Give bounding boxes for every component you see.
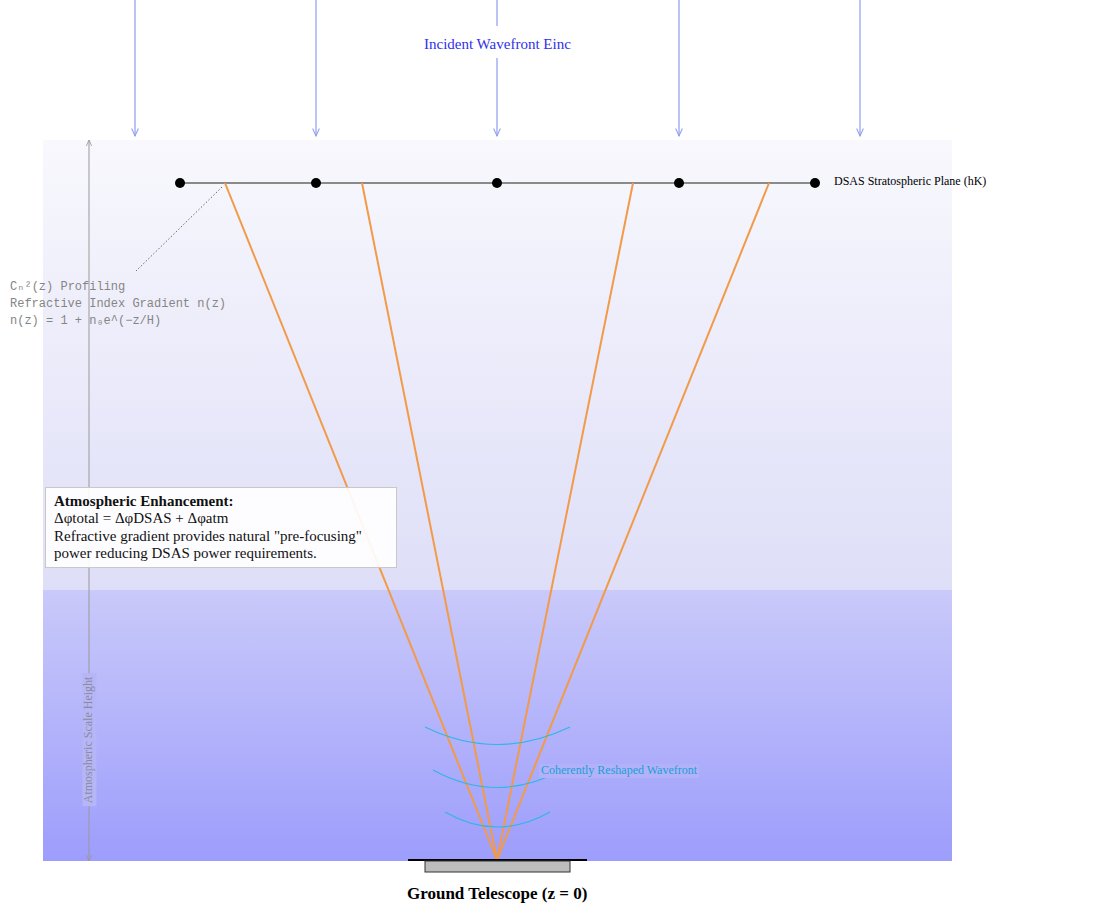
axis-label: Atmospheric Scale Height [82, 674, 96, 807]
ground-telescope [425, 861, 570, 872]
telescope-label: Ground Telescope (z = 0) [407, 884, 587, 904]
dsas-elements [175, 178, 820, 188]
plane-label: DSAS Stratospheric Plane (hK) [834, 175, 986, 189]
upper-atmosphere [43, 140, 952, 591]
annotation-box: Atmospheric Enhancement:Δφtotal = ΔφDSAS… [45, 487, 397, 568]
profile-note: Cₙ²(z) Profiling [10, 281, 125, 295]
leader-line [136, 187, 222, 271]
wavefront-label: Incident Wavefront Einc [424, 36, 571, 53]
incident-arrows [135, 0, 860, 136]
lower-atmosphere [43, 590, 952, 861]
box-body: Refractive gradient provides natural "pr… [54, 528, 388, 563]
wavefront-caption: Coherently Reshaped Wavefront [539, 764, 699, 778]
profile-note: n(z) = 1 + n₀e^(−z/H) [10, 315, 161, 329]
profile-note: Refractive Index Gradient n(z) [10, 298, 226, 312]
box-heading: Atmospheric Enhancement: [54, 493, 388, 510]
equation: Δφtotal = ΔφDSAS + Δφatm [54, 510, 388, 527]
